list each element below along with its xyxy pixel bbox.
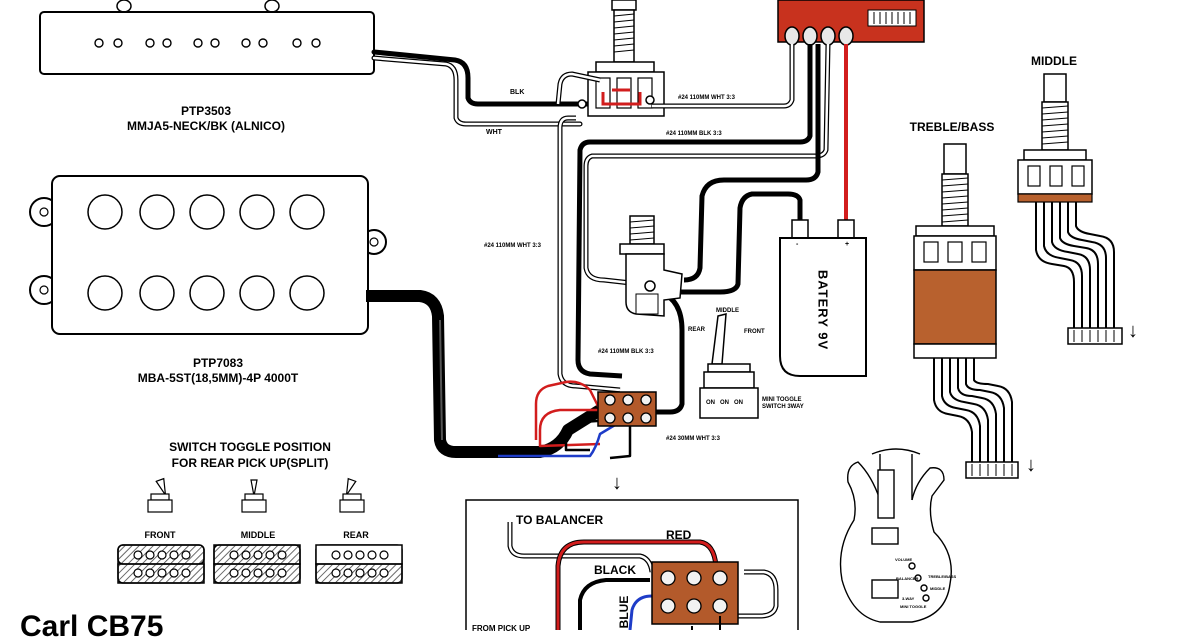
inset-black: BLACK: [594, 563, 636, 577]
wire-label-w4: #24 110MM BLK 3:3: [598, 349, 654, 355]
diagram-canvas: [29, 0, 1123, 630]
guitar-volume: VOLUME: [895, 557, 913, 562]
inset-to-balancer: TO BALANCER: [516, 513, 604, 527]
down-arrow-3: ↓: [1128, 320, 1138, 342]
legend-toggles: [147, 477, 365, 513]
inset-blue: BLUE: [617, 595, 631, 629]
neck-pickup: [39, 0, 375, 75]
legend-rear-label: REAR: [343, 530, 369, 540]
mini-toggle: [699, 313, 759, 419]
bridge-pickup-model: PTP7083: [192, 356, 244, 370]
wire-label-wht: WHT: [486, 129, 502, 136]
guitar-toggle: 3-WAY: [902, 596, 915, 601]
legend-front-label: FRONT: [144, 530, 176, 540]
middle-pot-label: MIDDLE: [1031, 54, 1077, 68]
inset-from-pickup: FROM PICK UP: [472, 624, 531, 633]
down-arrow-1: ↓: [612, 472, 622, 494]
board-wires: [555, 43, 848, 415]
toggle-positions: ON ON ON: [706, 400, 744, 406]
inset-red: RED: [666, 528, 692, 542]
bridge-pickup-desc: MBA-5ST(18,5MM)-4P 4000T: [137, 371, 299, 385]
volume-pot: [577, 0, 665, 117]
wiring-diagram: PTP3503 MMJA5-NECK/BK (ALNICO) PTP7083 M…: [20, 0, 1138, 643]
inset-box: [465, 499, 799, 630]
down-arrow-2: ↓: [1026, 454, 1036, 476]
wire-label-w5: #24 30MM WHT 3:3: [666, 436, 721, 442]
neck-wires: [371, 49, 593, 127]
bottom-title: Carl CB75: [20, 610, 164, 643]
treble-bass-label: TREBLE/BASS: [909, 120, 995, 134]
switch-block: [597, 391, 657, 427]
toggle-front-label: FRONT: [744, 329, 765, 335]
battery-minus: -: [796, 241, 799, 248]
battery-label: BATERY 9V: [815, 269, 831, 351]
bridge-pickup: [29, 175, 387, 335]
wire-label-w3: #24 110MM WHT 3:3: [484, 243, 542, 249]
neck-pickup-model: PTP3503: [180, 104, 232, 118]
guitar-mini-toggle: MINI TOGGLE: [900, 604, 927, 609]
bridge-cable: [366, 290, 604, 458]
guitar-balancer: BALANCER: [896, 576, 919, 581]
legend-title-1: SWITCH TOGGLE POSITION: [169, 440, 331, 454]
neck-pickup-desc: MMJA5-NECK/BK (ALNICO): [127, 119, 285, 133]
middle-pot: [1017, 73, 1123, 345]
toggle-middle-label: MIDDLE: [716, 308, 739, 314]
wire-label-w1: #24 110MM WHT 3:3: [678, 95, 736, 101]
guitar-middle: MIDDLE: [930, 586, 946, 591]
output-jack: [619, 215, 683, 317]
toggle-rear-label: REAR: [688, 327, 706, 333]
toggle-caption-1: MINI TOGGLE: [762, 397, 802, 403]
preamp-board: [777, 0, 925, 46]
battery: [779, 219, 867, 377]
wire-label-w2: #24 110MM BLK 3:3: [666, 131, 722, 137]
wire-label-blk: BLK: [510, 89, 525, 96]
treble-bass-pot: [913, 143, 1019, 479]
legend-pickups: [117, 544, 403, 584]
legend-title-2: FOR REAR PICK UP(SPLIT): [171, 456, 329, 470]
battery-plus: +: [845, 241, 850, 248]
toggle-caption-2: SWITCH 3WAY: [762, 404, 804, 410]
legend-middle-label: MIDDLE: [240, 530, 276, 540]
guitar-treble-bass: TREBLE/BASS: [928, 574, 957, 579]
switch-wires: [498, 380, 632, 460]
guitar-outline: [839, 448, 952, 623]
